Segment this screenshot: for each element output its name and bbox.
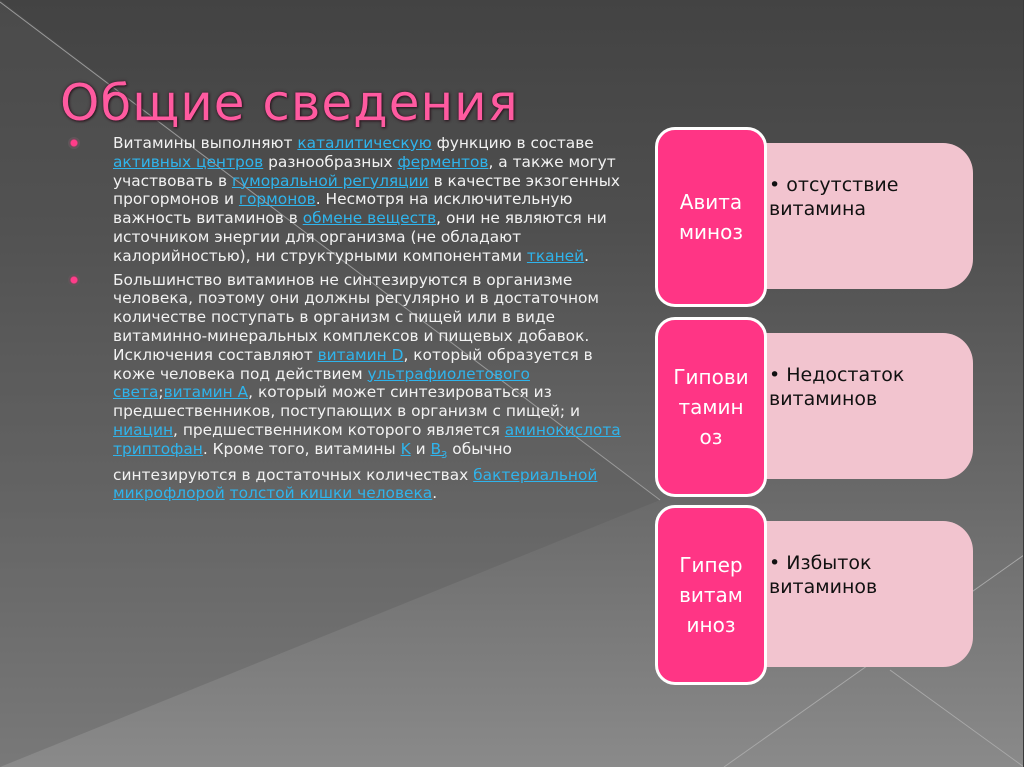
hyperlink[interactable]: толстой кишки человека (229, 484, 433, 503)
body-text: Витамины выполняют каталитическую функци… (68, 134, 628, 508)
definition-text: • Недостаток витаминов (769, 364, 905, 410)
paragraph-content: Витамины выполняют каталитическую функци… (113, 134, 620, 265)
definition-text: • Избыток витаминов (769, 552, 878, 598)
bullet-icon (68, 273, 80, 286)
hyperlink[interactable]: тканей (526, 246, 585, 265)
paragraph-1: Витамины выполняют каталитическую функци… (68, 134, 628, 266)
hyperlink[interactable]: ультрафиолетового света (113, 364, 530, 402)
hyperlink[interactable]: B3 (430, 439, 448, 461)
bullet-icon (68, 137, 80, 149)
definition-box: • Недостаток витаминов (755, 333, 973, 479)
hyperlink[interactable]: витамин A (163, 383, 249, 402)
hyperlink[interactable]: бактериальной микрофлорой (113, 465, 598, 503)
slide-title: Общие сведения (60, 73, 519, 132)
hyperlink[interactable]: каталитическую (297, 134, 432, 152)
paragraph-content: Большинство витаминов не синтезируются в… (113, 270, 621, 503)
paragraph-2: Большинство витаминов не синтезируются в… (68, 271, 628, 504)
hyperlink[interactable]: аминокислота (504, 420, 621, 439)
hyperlink[interactable]: обмене веществ (302, 209, 437, 228)
hyperlink[interactable]: гуморальной регуляции (231, 171, 429, 190)
hyperlink[interactable]: гормонов (238, 190, 316, 209)
hyperlink[interactable]: K (400, 439, 411, 458)
hyperlink[interactable]: активных центров (113, 152, 264, 171)
hyperlink[interactable]: ниацин (113, 420, 174, 439)
definition-box: • отсутствие витамина (755, 143, 973, 289)
hyperlink[interactable]: триптофан (113, 439, 203, 458)
definition-text: • отсутствие витамина (769, 174, 899, 220)
hyperlink[interactable]: ферментов (397, 152, 489, 171)
definition-box: • Избыток витаминов (755, 521, 973, 667)
hyperlink[interactable]: витамин D (317, 345, 404, 364)
